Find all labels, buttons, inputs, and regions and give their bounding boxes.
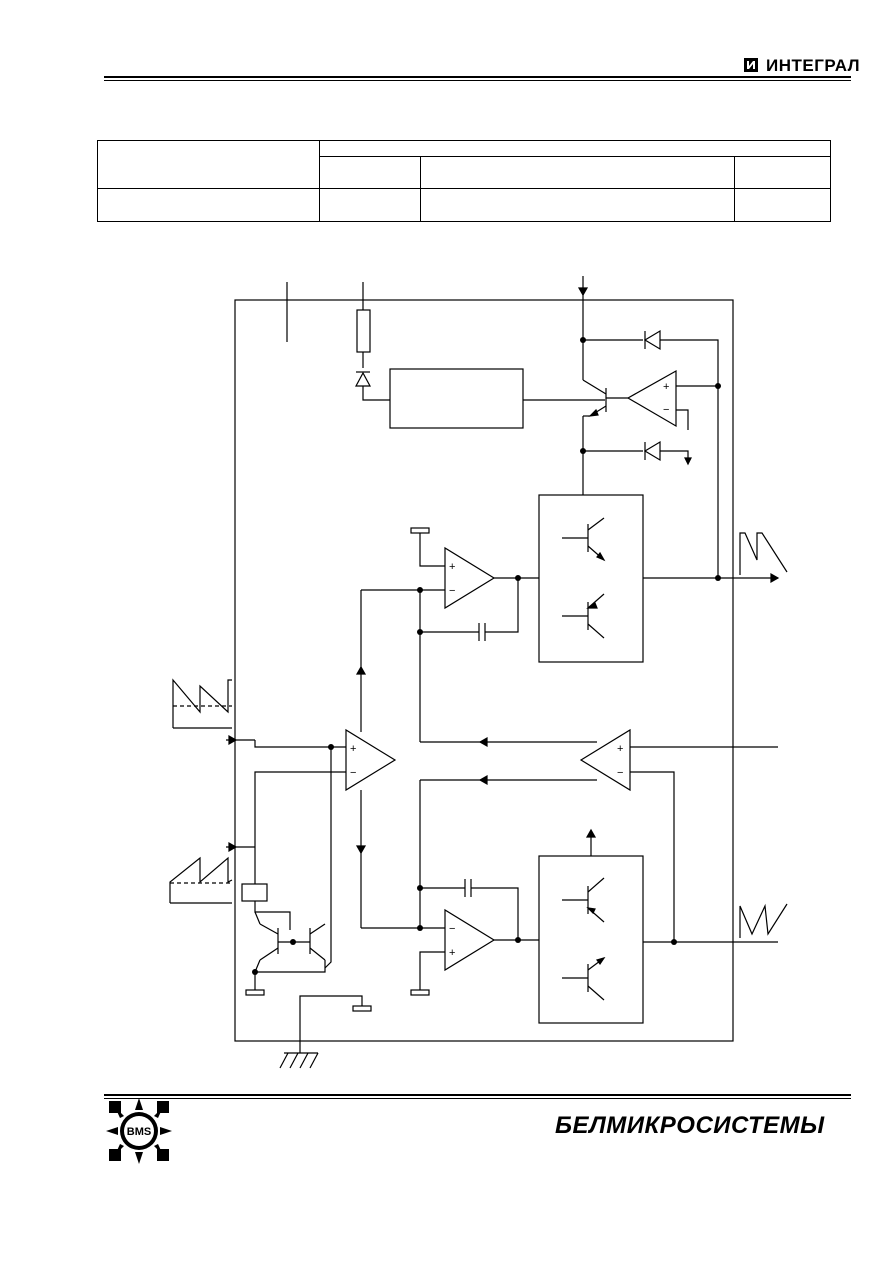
bms-logo-icon: BMS bbox=[106, 1098, 172, 1164]
opamp-lower: − + bbox=[444, 908, 496, 972]
wire bbox=[419, 533, 445, 567]
opamp-upper: + − bbox=[444, 546, 496, 610]
comparator-center: + − bbox=[345, 728, 397, 792]
sign-plus: + bbox=[663, 381, 669, 393]
ground-icon bbox=[279, 1052, 319, 1069]
capacitor-icon bbox=[478, 623, 486, 641]
footer-brand: БЕЛМИКРОСИСТЕМЫ bbox=[555, 1112, 825, 1139]
input-waveform-1 bbox=[172, 678, 232, 728]
output-waveform-upper bbox=[739, 532, 788, 575]
spec-table bbox=[97, 140, 832, 222]
arrow-right-icon bbox=[228, 734, 238, 746]
wire bbox=[660, 339, 719, 578]
wire bbox=[255, 960, 326, 973]
transistor-icon bbox=[562, 877, 605, 923]
arrow-left-icon bbox=[478, 736, 488, 748]
comparator-right: + − bbox=[579, 728, 631, 792]
arrow-down-icon bbox=[684, 457, 692, 466]
arrow-left-icon bbox=[478, 774, 488, 786]
junction-dot bbox=[417, 925, 423, 931]
footer-rule-thin bbox=[104, 1098, 851, 1099]
output-stage-lower bbox=[538, 855, 644, 1024]
wire bbox=[630, 771, 675, 942]
table-cell bbox=[319, 188, 421, 222]
table-header-cell bbox=[733, 156, 832, 189]
table-cell bbox=[97, 188, 320, 222]
transistor-icon bbox=[582, 379, 607, 417]
junction-dot bbox=[671, 939, 677, 945]
integral-logo-icon bbox=[744, 58, 758, 72]
transistor-icon bbox=[562, 593, 605, 639]
sign-minus: − bbox=[350, 767, 356, 779]
capacitor-icon bbox=[464, 879, 472, 897]
wire bbox=[254, 771, 346, 884]
sign-minus: − bbox=[663, 404, 669, 416]
wire bbox=[254, 740, 346, 748]
bms-logo-text: BMS bbox=[127, 1126, 151, 1138]
sign-plus: + bbox=[449, 561, 455, 573]
wire bbox=[485, 578, 519, 633]
bias-terminal bbox=[410, 989, 430, 996]
wire bbox=[471, 887, 519, 940]
transistor-icon bbox=[309, 923, 326, 961]
wire bbox=[299, 995, 363, 1053]
junction-dot bbox=[515, 937, 521, 943]
bias-terminal bbox=[410, 527, 430, 534]
diode-icon bbox=[643, 329, 661, 351]
resistor-small bbox=[241, 883, 268, 902]
junction-dot bbox=[417, 629, 423, 635]
transistor-icon bbox=[259, 923, 310, 961]
bias-terminal bbox=[352, 1005, 372, 1012]
arrow-up-icon bbox=[355, 665, 367, 675]
comparator-top: + − bbox=[606, 369, 718, 430]
transistor-icon bbox=[562, 956, 606, 1001]
table-cell bbox=[420, 188, 735, 222]
arrow-down-icon bbox=[577, 287, 589, 297]
wire bbox=[254, 911, 261, 925]
resistor bbox=[356, 309, 371, 353]
zener-diode-icon bbox=[354, 371, 372, 387]
wire bbox=[419, 951, 445, 990]
table-header-cell bbox=[97, 140, 320, 189]
input-waveform-2 bbox=[169, 856, 233, 903]
transistor-icon bbox=[562, 517, 606, 562]
sign-plus: + bbox=[350, 743, 356, 755]
arrow-down-icon bbox=[355, 845, 367, 855]
sign-plus: + bbox=[617, 743, 623, 755]
sign-minus: − bbox=[449, 923, 455, 935]
header-brand: ИНТЕГРАЛ bbox=[766, 56, 861, 75]
wire bbox=[660, 450, 689, 458]
sign-minus: − bbox=[617, 767, 623, 779]
wire bbox=[362, 386, 390, 401]
chip-boundary bbox=[234, 299, 734, 1042]
arrow-up-icon bbox=[585, 828, 597, 838]
header-rule-thick bbox=[104, 76, 851, 78]
reference-block bbox=[389, 368, 524, 429]
wire bbox=[324, 747, 332, 969]
wire bbox=[254, 901, 291, 930]
header-rule-thin bbox=[104, 80, 851, 81]
wire bbox=[254, 959, 261, 990]
bias-terminal bbox=[245, 989, 265, 996]
sign-minus: − bbox=[449, 585, 455, 597]
arrow-right-icon bbox=[770, 572, 780, 584]
sign-plus: + bbox=[449, 947, 455, 959]
table-cell bbox=[733, 188, 832, 222]
output-waveform-lower bbox=[739, 903, 788, 938]
output-stage-upper bbox=[538, 494, 644, 663]
arrow-right-icon bbox=[228, 841, 238, 853]
junction-dot bbox=[715, 575, 721, 581]
footer-rule-thick bbox=[104, 1094, 851, 1096]
diode-icon bbox=[643, 440, 661, 462]
junction-dot bbox=[290, 939, 296, 945]
